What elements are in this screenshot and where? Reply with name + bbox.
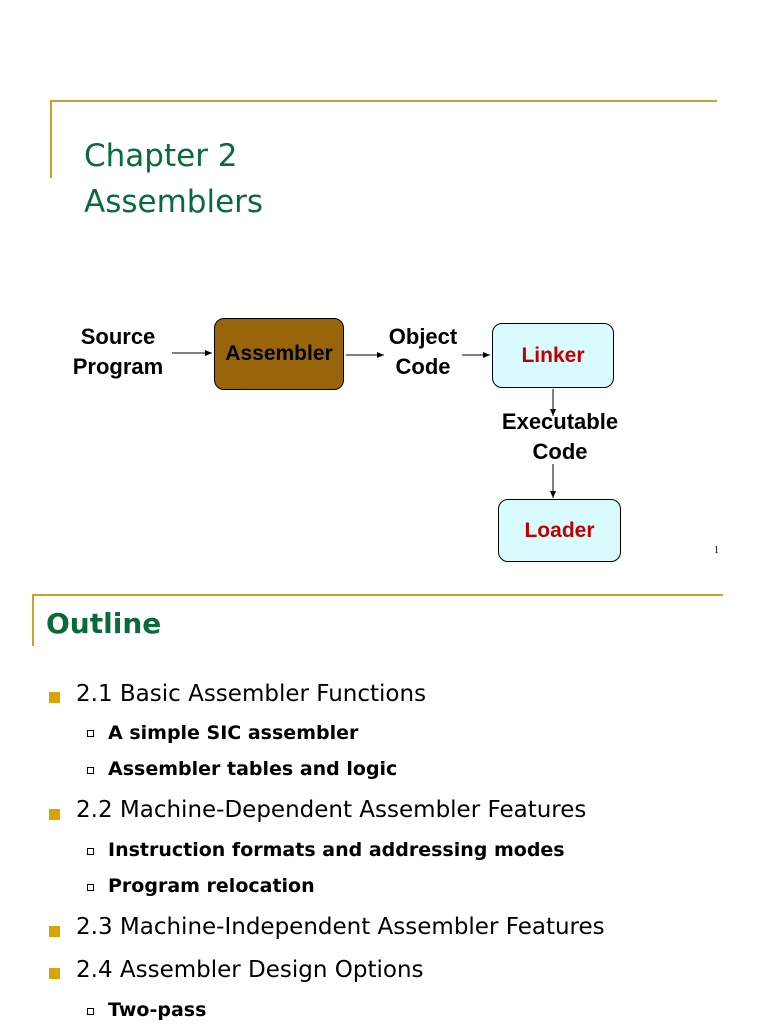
object-label-line1: Object — [388, 324, 458, 349]
assembler-box: Assembler — [214, 318, 344, 390]
outline-subitem: A simple SIC assembler — [108, 722, 359, 744]
outline-item: 2.2 Machine-Dependent Assembler Features — [76, 797, 587, 823]
linker-box: Linker — [492, 323, 614, 388]
slide2-frame-top — [32, 594, 723, 596]
outline-item: 2.3 Machine-Independent Assembler Featur… — [76, 914, 605, 940]
outline-title: Outline — [46, 607, 162, 640]
bullet-square-icon — [49, 692, 60, 703]
slide-title-line2: Assemblers — [84, 184, 264, 220]
outline-item: 2.4 Assembler Design Options — [76, 957, 424, 983]
outline-subitem: Assembler tables and logic — [108, 758, 398, 780]
sub-bullet-icon — [87, 884, 94, 891]
page-number: 1 — [714, 545, 719, 556]
slide2-frame-left — [32, 594, 34, 646]
outline-subitem: Program relocation — [108, 875, 315, 897]
outline-subitem: Instruction formats and addressing modes — [108, 839, 565, 861]
outline-item: 2.1 Basic Assembler Functions — [76, 681, 427, 707]
bullet-square-icon — [49, 809, 60, 820]
exec-label-line2: Code — [532, 439, 588, 464]
loader-box: Loader — [498, 499, 621, 562]
object-label-line2: Code — [395, 354, 451, 379]
bullet-square-icon — [49, 968, 60, 979]
object-code-label: Object Code — [380, 322, 466, 382]
executable-code-label: Executable Code — [492, 407, 628, 467]
bullet-square-icon — [49, 926, 60, 937]
sub-bullet-icon — [87, 730, 94, 737]
slide1-frame-top — [50, 100, 717, 102]
sub-bullet-icon — [87, 767, 94, 774]
outline-subitem: Two-pass — [108, 999, 207, 1021]
sub-bullet-icon — [87, 848, 94, 855]
slide1-frame-left — [50, 100, 52, 178]
source-program-label: Source Program — [60, 322, 176, 382]
slide-title-line1: Chapter 2 — [84, 138, 238, 174]
source-label-line2: Program — [72, 354, 164, 379]
source-label-line1: Source — [80, 324, 156, 349]
sub-bullet-icon — [87, 1008, 94, 1015]
exec-label-line1: Executable — [501, 409, 619, 434]
diagram-arrows — [172, 350, 556, 498]
